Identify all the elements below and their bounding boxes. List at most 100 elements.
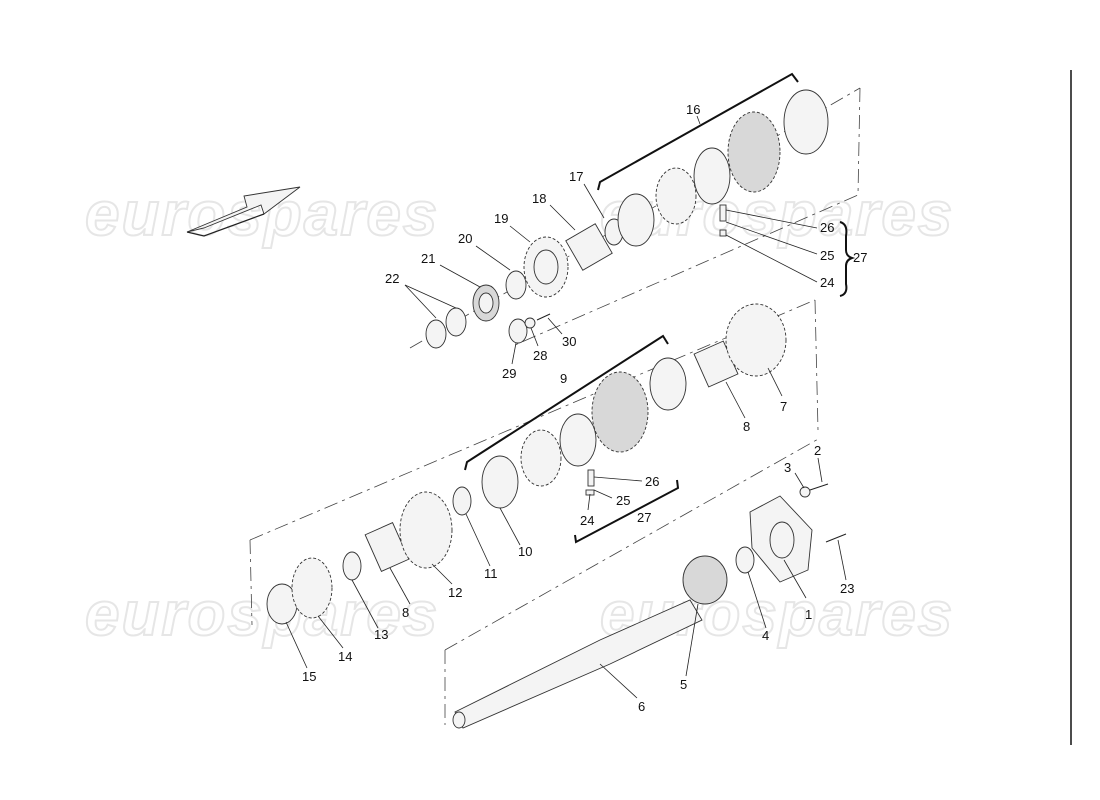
leader-22b — [404, 284, 457, 309]
leader-12 — [431, 563, 453, 585]
part-10 — [481, 455, 519, 509]
callout-23: 23 — [840, 581, 854, 596]
leader-29 — [511, 342, 517, 365]
callout-11: 11 — [484, 566, 498, 581]
leader-10 — [499, 507, 521, 546]
bracket-27-upper — [839, 221, 856, 297]
callout-30: 30 — [562, 334, 576, 349]
part-30 — [536, 313, 551, 321]
callout-12: 12 — [448, 585, 462, 600]
leader-25-middle — [593, 489, 613, 499]
part-26-spring-upper — [719, 204, 727, 222]
bracket-9 — [464, 334, 669, 471]
part-9a — [520, 429, 562, 487]
leader-2 — [817, 457, 823, 483]
part-5 — [682, 555, 728, 605]
part-22b — [445, 307, 467, 337]
callout-17: 17 — [569, 169, 583, 184]
part-1-bore — [769, 521, 795, 559]
leader-7 — [767, 367, 783, 397]
callout-4: 4 — [762, 628, 769, 643]
leader-4 — [747, 571, 767, 629]
part-24-upper — [719, 229, 727, 237]
part-21-bore — [478, 292, 494, 314]
part-28 — [524, 317, 536, 329]
part-16c — [693, 147, 731, 205]
callout-labels: 1 2 3 4 5 6 7 8 8 9 10 11 12 13 14 15 16… — [302, 102, 867, 714]
part-9b — [559, 413, 597, 467]
callout-3: 3 — [784, 460, 791, 475]
callout-10: 10 — [518, 544, 532, 559]
leader-24-upper — [725, 234, 818, 283]
leader-25-upper — [725, 221, 818, 255]
leader-8-lower — [389, 567, 411, 605]
upper-frame-line — [514, 87, 861, 346]
callout-27-upper: 27 — [853, 250, 867, 265]
part-16e — [783, 89, 829, 155]
direction-arrow-shadow — [186, 213, 265, 237]
part-19-hub — [533, 249, 559, 285]
part-20 — [505, 270, 527, 300]
part-26-spring-middle — [587, 469, 595, 487]
callout-20: 20 — [458, 231, 472, 246]
bracket-group — [464, 72, 856, 544]
leader-16 — [696, 115, 701, 125]
part-14 — [291, 557, 333, 619]
leader-24-middle — [587, 493, 591, 511]
leader-28 — [530, 327, 539, 347]
leader-15 — [285, 621, 308, 669]
part-29 — [508, 318, 528, 344]
leader-30 — [547, 317, 563, 335]
callout-16: 16 — [686, 102, 700, 117]
callout-26-middle: 26 — [645, 474, 659, 489]
part-7 — [725, 303, 787, 377]
part-3 — [799, 486, 811, 498]
callout-24-upper: 24 — [820, 275, 834, 290]
callout-1: 1 — [805, 607, 812, 622]
middle-shaft-assembly — [249, 299, 819, 626]
callout-21: 21 — [421, 251, 435, 266]
callout-7: 7 — [780, 399, 787, 414]
leader-17 — [583, 183, 605, 219]
direction-arrow-icon — [186, 186, 301, 233]
part-18 — [565, 223, 613, 271]
callout-22: 22 — [385, 271, 399, 286]
callout-29: 29 — [502, 366, 516, 381]
part-6-end — [452, 711, 466, 729]
leader-lines — [285, 115, 847, 699]
part-16a — [617, 193, 655, 247]
lower-shaft-assembly — [444, 437, 847, 729]
callout-27-middle: 27 — [637, 510, 651, 525]
part-4 — [735, 546, 755, 574]
leader-20 — [475, 245, 511, 271]
leader-22a — [404, 284, 437, 319]
part-2 — [809, 483, 829, 491]
leader-23 — [837, 539, 847, 581]
bracket-27-middle — [574, 479, 680, 544]
callout-8-upper: 8 — [743, 419, 750, 434]
callout-25-upper: 25 — [820, 248, 834, 263]
leader-13 — [351, 579, 379, 629]
callout-24-middle: 24 — [580, 513, 594, 528]
part-22a — [425, 319, 447, 349]
callout-5: 5 — [680, 677, 687, 692]
callout-6: 6 — [638, 699, 645, 714]
callout-13: 13 — [374, 627, 388, 642]
part-6 — [454, 599, 703, 729]
part-9c — [591, 371, 649, 453]
leader-26-middle — [593, 476, 643, 482]
leader-18 — [549, 204, 576, 231]
part-13 — [342, 551, 362, 581]
part-16d — [727, 111, 781, 193]
callout-9: 9 — [560, 371, 567, 386]
leader-5 — [685, 603, 699, 677]
leader-6 — [599, 663, 638, 699]
leader-14 — [317, 615, 344, 649]
watermark-text-bottom-left: eurospares — [85, 580, 439, 649]
middle-frame-right — [814, 299, 819, 431]
leader-19 — [509, 225, 531, 243]
leader-8-upper — [725, 381, 746, 419]
callout-18: 18 — [532, 191, 546, 206]
